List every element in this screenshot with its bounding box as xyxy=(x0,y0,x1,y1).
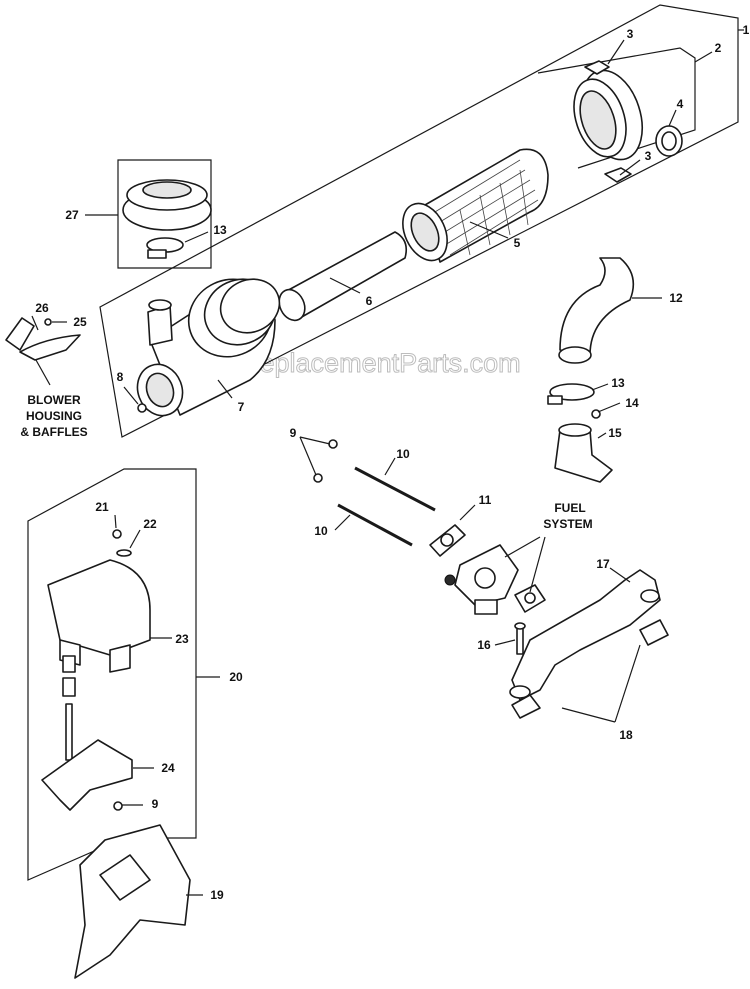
carburetor-part xyxy=(444,544,519,615)
callout-4: 4 xyxy=(677,97,684,111)
callout-13: 13 xyxy=(213,223,227,237)
watermark: eReplacementParts.com xyxy=(225,348,521,378)
callout-13: 13 xyxy=(611,376,625,390)
callout-12: 12 xyxy=(669,291,683,305)
precleaner-group-box xyxy=(117,159,212,269)
callout-3: 3 xyxy=(645,149,652,163)
callout-24: 24 xyxy=(161,761,175,775)
precleaner-cap-part xyxy=(122,179,212,231)
spring-part xyxy=(62,655,76,673)
callout-6: 6 xyxy=(366,294,373,308)
blower-caption-line2: HOUSING xyxy=(26,409,82,423)
blower-bracket-part xyxy=(41,739,133,811)
callout-9: 9 xyxy=(152,797,159,811)
stud-part xyxy=(354,466,436,512)
air-cleaner-group-box xyxy=(99,4,739,438)
stud-part xyxy=(337,503,413,547)
callout-22: 22 xyxy=(143,517,157,531)
fuel-caption-line2: SYSTEM xyxy=(543,517,592,531)
fuel-gasket-part xyxy=(514,584,546,613)
callout-10: 10 xyxy=(396,447,410,461)
callout-21: 21 xyxy=(95,500,109,514)
blower-baffle-part xyxy=(5,317,81,361)
callout-1: 1 xyxy=(743,23,750,37)
blower-caption-line3: & BAFFLES xyxy=(20,425,87,439)
callout-3: 3 xyxy=(627,27,634,41)
nut-part xyxy=(313,473,323,483)
callout-18: 18 xyxy=(619,728,633,742)
baffle-plate-part xyxy=(74,824,191,979)
washer-part xyxy=(116,549,132,557)
callout-15: 15 xyxy=(608,426,622,440)
callout-8: 8 xyxy=(117,370,124,384)
bolt-part xyxy=(65,703,73,761)
fuel-caption-line1: FUEL xyxy=(554,501,585,515)
callout-20: 20 xyxy=(229,670,243,684)
nut-part xyxy=(328,439,338,449)
callout-10: 10 xyxy=(314,524,328,538)
leader-lines xyxy=(31,29,744,896)
callout-27: 27 xyxy=(65,208,79,222)
callout-16: 16 xyxy=(477,638,491,652)
callout-5: 5 xyxy=(514,236,521,250)
callout-14: 14 xyxy=(625,396,639,410)
air-cleaner-cover-part xyxy=(573,69,643,161)
callout-26: 26 xyxy=(35,301,49,315)
manifold-screw-part xyxy=(514,622,526,655)
intake-hose-part xyxy=(558,257,635,364)
filter-element-part xyxy=(402,148,549,263)
callout-25: 25 xyxy=(73,315,87,329)
blower-group-box xyxy=(27,468,197,881)
valve-ring-part xyxy=(655,125,683,157)
inner-element-part xyxy=(278,231,408,322)
callout-17: 17 xyxy=(596,557,610,571)
manifold-gasket-part xyxy=(511,619,669,719)
callout-23: 23 xyxy=(175,632,189,646)
callout-11: 11 xyxy=(479,493,492,507)
air-cleaner-base-part xyxy=(136,278,281,417)
blower-caption-line1: BLOWER xyxy=(27,393,81,407)
callout-9: 9 xyxy=(290,426,297,440)
nut-part xyxy=(113,801,123,811)
hose-clamp-part xyxy=(146,237,184,259)
spacer-part xyxy=(62,677,76,697)
callout-19: 19 xyxy=(210,888,224,902)
fitting-part xyxy=(137,403,147,413)
elbow-adapter-part xyxy=(554,423,613,483)
carb-gasket-part xyxy=(429,524,466,557)
screw-part xyxy=(112,529,122,539)
callout-2: 2 xyxy=(715,41,722,55)
hose-clamp-lower-part xyxy=(547,383,595,405)
callout-7: 7 xyxy=(238,400,245,414)
